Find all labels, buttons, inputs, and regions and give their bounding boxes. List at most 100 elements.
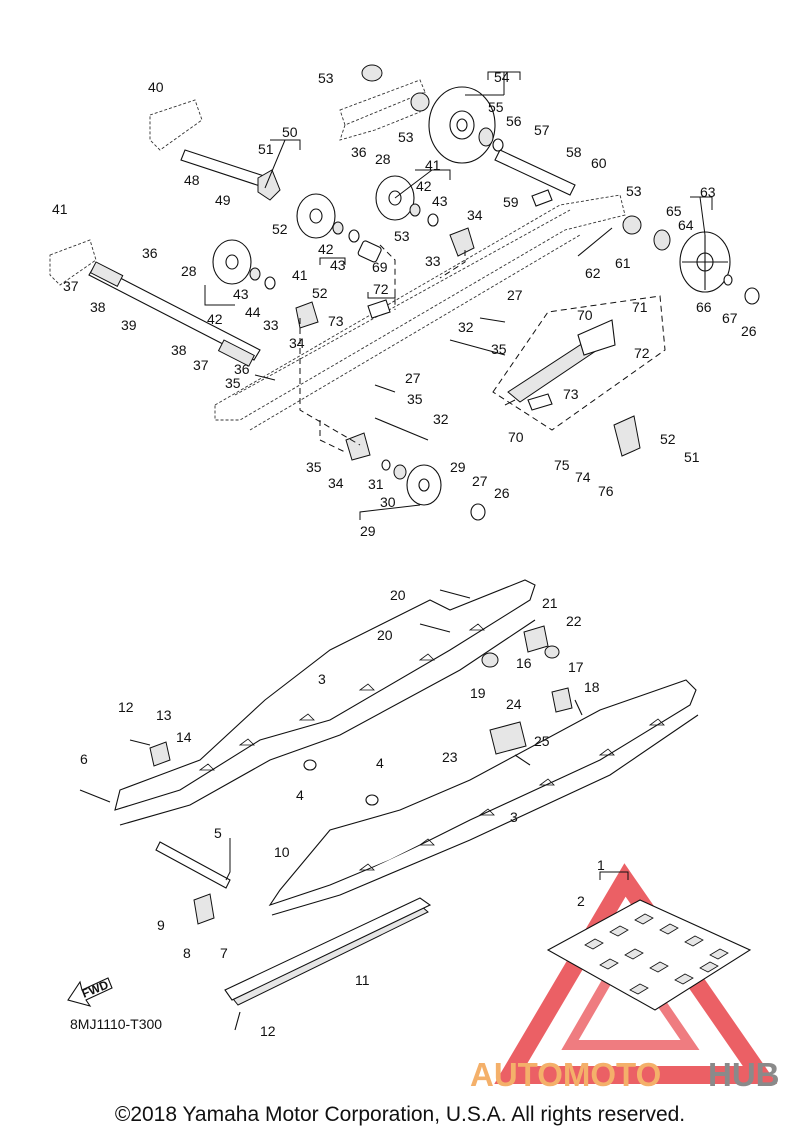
callout-14: 13 <box>156 707 172 723</box>
rail-3-rear <box>114 579 536 811</box>
callout-5: 5 <box>214 825 222 841</box>
collar-22 <box>544 645 560 659</box>
callout-16: 16 <box>516 655 532 671</box>
callout-24: 24 <box>506 696 522 712</box>
callout-50: 51 <box>684 449 700 465</box>
callout-20a: 20 <box>390 587 406 603</box>
shafts <box>88 149 613 441</box>
callout-27a: 27 <box>405 370 421 386</box>
callout-41c: 42 <box>207 311 223 327</box>
block-8 <box>193 893 215 925</box>
callout-23: 23 <box>442 749 458 765</box>
shaft-5 <box>155 841 231 889</box>
fwd-arrow-icon: FWD <box>67 977 113 1007</box>
callout-17: 17 <box>568 659 584 675</box>
callout-42c: 43 <box>233 286 249 302</box>
bracket-24 <box>489 721 527 755</box>
block-72a <box>367 299 391 319</box>
callout-20b: 20 <box>377 627 393 643</box>
bracket-46 <box>257 169 281 201</box>
callout-6: 6 <box>80 751 88 767</box>
callout-68a: 69 <box>372 259 388 275</box>
callout-40a: 40 <box>148 79 164 95</box>
box-68 <box>492 295 666 431</box>
callout-44: 48 <box>184 172 200 188</box>
callout-3a: 3 <box>318 671 326 687</box>
fwd-label: FWD <box>80 977 111 1000</box>
callout-66: 66 <box>696 299 712 315</box>
callout-42b: 42 <box>318 241 334 257</box>
callout-34b: 34 <box>289 335 305 351</box>
plate-59 <box>531 189 553 207</box>
callout-55: 55 <box>488 99 504 115</box>
callout-21: 21 <box>542 595 558 611</box>
callout-45: 49 <box>215 192 231 208</box>
callout-53c: 53 <box>626 183 642 199</box>
bracket-76 <box>613 415 641 457</box>
callout-4a: 4 <box>296 787 304 803</box>
callout-26a: 26 <box>741 323 757 339</box>
callout-34c: 35 <box>306 459 322 475</box>
callout-56: 56 <box>506 113 522 129</box>
track-clips <box>546 899 752 1011</box>
callout-49: 53 <box>394 228 410 244</box>
callout-19: 19 <box>470 685 486 701</box>
callout-53b: 53 <box>398 129 414 145</box>
callout-72b: 73 <box>563 386 579 402</box>
bracket-34c <box>345 432 371 461</box>
callout-37a: 37 <box>63 278 79 294</box>
callout-33b: 33 <box>263 317 279 333</box>
callout-46: 50 <box>282 124 298 140</box>
callout-62: 62 <box>585 265 601 281</box>
callout-34a: 34 <box>467 207 483 223</box>
callout-70: 71 <box>632 299 648 315</box>
callout-28b: 28 <box>181 263 197 279</box>
callout-47: 51 <box>258 141 274 157</box>
callout-12: 12 <box>260 1023 276 1039</box>
callout-43c: 44 <box>245 304 261 320</box>
block-14 <box>149 741 171 767</box>
callout-54: 54 <box>494 69 510 85</box>
callout-7: 7 <box>220 945 228 961</box>
callout-26b: 26 <box>494 485 510 501</box>
callout-65: 65 <box>666 203 682 219</box>
block-21 <box>523 625 549 653</box>
wheels <box>212 64 760 521</box>
bracket-34b <box>295 301 319 329</box>
brackets <box>257 169 641 461</box>
callout-labels: 40 41 53 53 53 54 55 56 57 58 60 59 50 5… <box>52 69 757 1039</box>
callout-22: 22 <box>566 613 582 629</box>
callout-10: 10 <box>274 844 290 860</box>
callout-9: 9 <box>157 917 165 933</box>
lower-small-parts <box>79 589 583 1031</box>
callout-43a: 43 <box>432 193 448 209</box>
watermark-text-2: HUB <box>708 1056 780 1093</box>
callout-29: 29 <box>360 523 376 539</box>
block-72b <box>527 393 553 411</box>
callout-36a: 36 <box>351 144 367 160</box>
callout-28c: 29 <box>450 459 466 475</box>
callout-leaders <box>204 71 713 881</box>
callout-73b: 74 <box>575 469 591 485</box>
callout-61: 61 <box>615 255 631 271</box>
block-17 <box>551 687 573 713</box>
callout-31: 31 <box>368 476 384 492</box>
callout-41a: 41 <box>425 157 441 173</box>
rails <box>114 579 699 1006</box>
callout-52: 52 <box>312 285 328 301</box>
callout-40b: 41 <box>52 201 68 217</box>
callout-68b: 70 <box>508 429 524 445</box>
spacer-49 <box>357 240 382 263</box>
callout-38b: 38 <box>171 342 187 358</box>
callout-3b: 3 <box>510 809 518 825</box>
callout-4b: 4 <box>376 755 384 771</box>
callout-33a: 33 <box>425 253 441 269</box>
callout-48: 52 <box>272 221 288 237</box>
callout-35c: 35 <box>491 341 507 357</box>
callout-35a: 35 <box>225 375 241 391</box>
callout-32b: 32 <box>433 411 449 427</box>
callout-30: 30 <box>380 494 396 510</box>
callout-39: 39 <box>121 317 137 333</box>
callout-25: 25 <box>534 733 550 749</box>
